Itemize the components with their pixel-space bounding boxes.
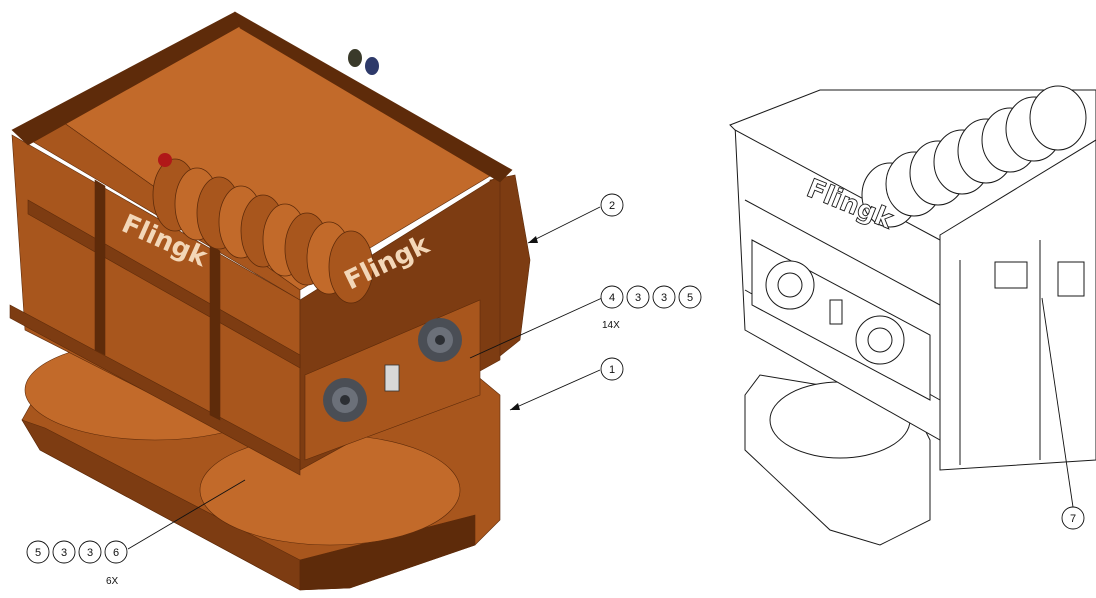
front-post-1: [94, 179, 106, 356]
coupler-fittings: [348, 49, 379, 75]
hopper-rim-right: [234, 11, 513, 183]
hydraulic-motor-right: [418, 318, 462, 362]
leader-lines-shaded: [127, 206, 603, 550]
line-drum-disc: [1029, 85, 1087, 151]
svg-text:3: 3: [87, 547, 93, 559]
shaded-view: Flingk Flingk: [9, 11, 531, 591]
balloon-7: 7: [1061, 506, 1085, 530]
balloon-1: 1: [600, 357, 624, 381]
svg-text:3: 3: [661, 292, 667, 304]
balloon-2: 2: [600, 193, 624, 217]
hydraulic-motor-left: [323, 378, 367, 422]
qty-label-bottom: 6X: [106, 576, 119, 587]
svg-text:6: 6: [113, 547, 119, 559]
qty-label-top: 14X: [602, 320, 620, 331]
leader-line-7: [1041, 297, 1074, 508]
leader-arrowheads: [510, 236, 538, 410]
drum-assembly: [152, 153, 374, 304]
drum-disc: [328, 230, 374, 304]
line-hopper-side: [939, 139, 1096, 471]
svg-text:3: 3: [635, 292, 641, 304]
svg-text:3: 3: [61, 547, 67, 559]
front-post-2: [209, 244, 221, 421]
line-art-view: [729, 85, 1096, 546]
balloon-group-bottom: 5 3 3 6: [26, 540, 128, 564]
front-rib-2: [9, 304, 301, 476]
line-drum-assembly: [861, 85, 1087, 228]
svg-text:5: 5: [687, 292, 693, 304]
svg-text:5: 5: [35, 547, 41, 559]
svg-text:7: 7: [1070, 513, 1076, 525]
panel-window: [384, 364, 400, 392]
svg-text:2: 2: [609, 200, 615, 212]
line-valve-block-1: [994, 261, 1028, 289]
svg-text:4: 4: [609, 292, 615, 304]
line-valve-block-2: [1057, 261, 1085, 297]
svg-text:1: 1: [609, 364, 615, 376]
drum-end-cap: [158, 153, 172, 167]
base-frame-side: [299, 514, 476, 591]
balloon-group-top: 4 3 3 5: [600, 285, 702, 309]
